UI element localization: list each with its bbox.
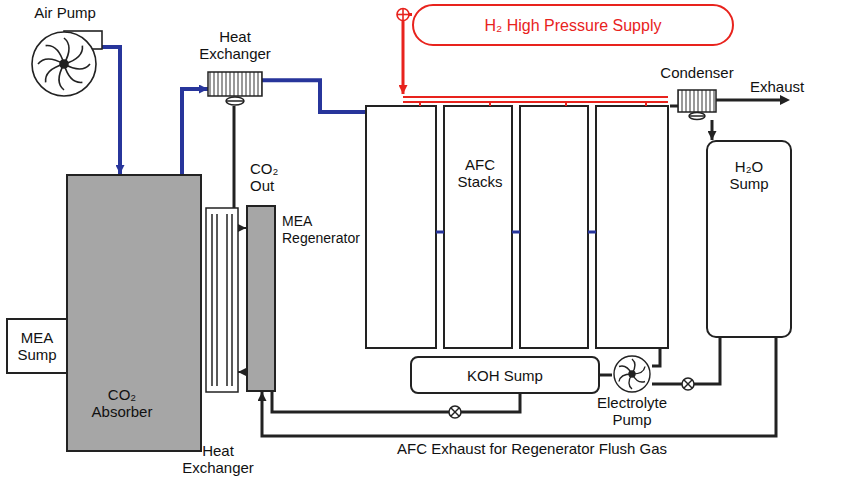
- air-pump-fan: [32, 31, 102, 96]
- pipe-connector: [102, 47, 120, 174]
- water-sump: H₂O Sump: [706, 140, 792, 338]
- afc-stack-cells: [366, 106, 668, 348]
- heat-exchanger: Heat Exchanger: [208, 72, 262, 106]
- node-label: H₂O Sump: [724, 158, 774, 192]
- electrolyte-pump: Electrolyte Pump: [612, 356, 652, 392]
- electrolyte-sump: KOH Sump: [410, 356, 600, 394]
- stack-coolant-links: [436, 231, 596, 234]
- fuel-cell-stacks: AFC Stacks: [366, 94, 670, 348]
- condenser: Condenser: [678, 90, 716, 120]
- node-label: MEA Regenerator: [282, 213, 366, 247]
- valve-symbol: [682, 378, 694, 390]
- hydrogen-manifold: [403, 97, 668, 106]
- node-label: MEA Sump: [8, 329, 66, 363]
- node-label: Condenser: [656, 64, 738, 81]
- pipe-connector: [272, 392, 520, 412]
- pipe-connector: [233, 106, 236, 208]
- pipe-connector: [711, 120, 714, 140]
- pipe-connector: [670, 104, 678, 107]
- pipe-connector: [262, 338, 776, 436]
- node-label: H₂ High Pressure Supply: [482, 17, 665, 34]
- air-pump: Air Pump: [28, 30, 102, 98]
- pipe-connector: [600, 374, 612, 377]
- electrolyte-pump-fan: [614, 356, 650, 392]
- pipe-connector: [403, 15, 412, 95]
- heat-exchanger: Heat Exchanger: [206, 208, 238, 392]
- pipe-connector: [652, 348, 660, 366]
- pipe-connector: [262, 80, 366, 112]
- stream-label: CO₂ Out: [250, 160, 294, 194]
- pressure-regulator: [397, 9, 409, 21]
- node-label: Electrolyte Pump: [594, 394, 670, 428]
- edge-label: AFC Exhaust for Regenerator Flush Gas: [395, 440, 669, 457]
- node-label: Heat Exchanger: [180, 442, 256, 476]
- node-label: AFC Stacks: [448, 156, 512, 190]
- valve-symbol: [449, 406, 461, 418]
- node-label: CO₂ Absorber: [80, 386, 164, 420]
- supply-tank: H₂ High Pressure Supply: [412, 4, 734, 46]
- node-label: KOH Sump: [464, 367, 546, 384]
- absorber-column: CO₂ Absorber: [66, 174, 202, 452]
- regenerator-column: MEA Regenerator: [246, 205, 276, 392]
- condenser-symbol: [678, 90, 716, 120]
- heat-exchanger-symbol: [208, 72, 262, 105]
- node-label: Air Pump: [20, 4, 110, 21]
- exhaust-arrow: [716, 95, 790, 105]
- pipe-connector: [238, 371, 246, 373]
- pipe-connector: [238, 227, 246, 229]
- pipe-connector: [182, 89, 208, 174]
- node-label: Heat Exchanger: [194, 28, 276, 62]
- sump-tank: MEA Sump: [6, 318, 68, 374]
- stream-label: Exhaust: [750, 78, 820, 95]
- heat-exchanger-symbol: [206, 208, 238, 392]
